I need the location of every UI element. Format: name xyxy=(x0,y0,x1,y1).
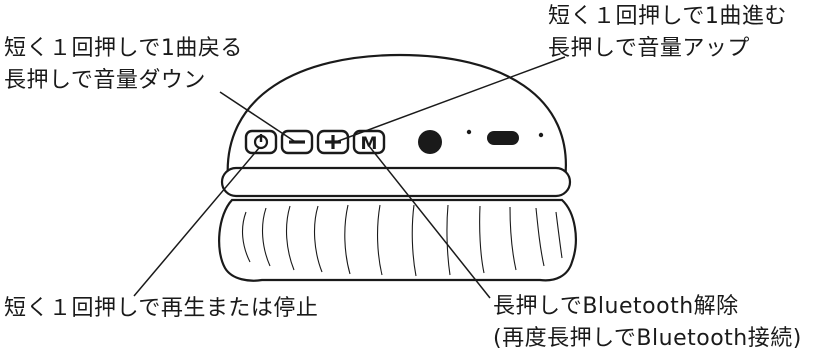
volume-down-button[interactable] xyxy=(280,129,314,155)
leader-lines xyxy=(133,56,566,299)
ear-cushion xyxy=(218,198,577,282)
charging-port xyxy=(487,131,519,145)
bluetooth-label-line2: (再度長押しでBluetooth接続) xyxy=(493,326,802,351)
bluetooth-label-line1: 長押しでBluetooth解除 xyxy=(493,294,739,319)
leader-bt xyxy=(368,145,491,299)
power-button[interactable] xyxy=(244,129,278,155)
headphone-housing xyxy=(226,53,567,182)
plus-icon xyxy=(325,135,341,149)
next-label-line2: 長押しで音量アップ xyxy=(548,36,750,61)
leader-next xyxy=(332,56,566,144)
indicator-dot-left xyxy=(466,129,472,135)
leader-prev xyxy=(219,91,298,144)
headphone-rim xyxy=(220,166,572,198)
play-label: 短く１回押しで再生または停止 xyxy=(4,296,319,321)
next-label-line1: 短く１回押しで1曲進む xyxy=(548,4,787,29)
mode-button[interactable]: M xyxy=(352,129,386,155)
cushion-pleats xyxy=(241,204,563,277)
prev-label-line1: 短く１回押しで1曲戻る xyxy=(4,36,243,61)
volume-up-button[interactable] xyxy=(316,129,350,155)
audio-jack xyxy=(418,130,442,154)
leader-play xyxy=(133,147,260,297)
indicator-dot-right xyxy=(538,132,544,138)
mode-icon: M xyxy=(361,134,378,154)
prev-label-line2: 長押しで音量ダウン xyxy=(4,68,206,93)
